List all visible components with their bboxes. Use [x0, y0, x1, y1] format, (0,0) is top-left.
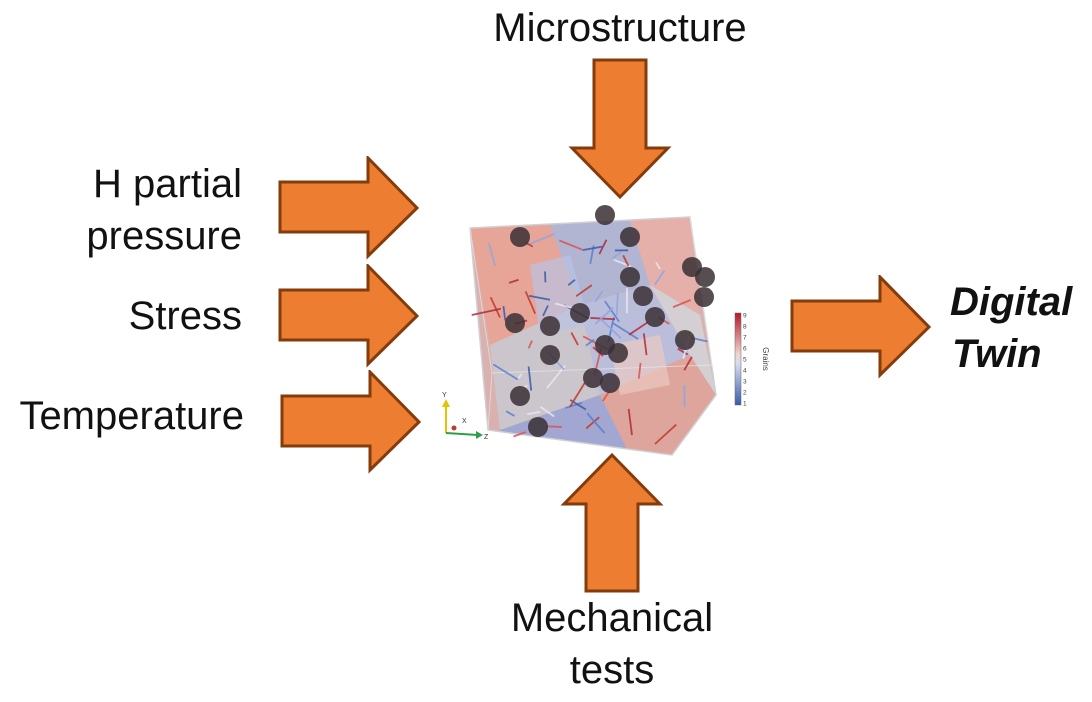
inclusion-needle [600, 318, 622, 340]
inclusion-needle [545, 425, 562, 428]
inclusion-needle [637, 362, 642, 379]
inclusion-needle [594, 290, 604, 303]
inclusion-sphere [505, 313, 525, 333]
inclusion-needle [683, 356, 693, 371]
inclusion-sphere [510, 227, 530, 247]
inclusion-needle [615, 292, 619, 316]
inclusion-needle [471, 307, 502, 316]
inclusion-sphere [570, 303, 590, 323]
inclusion-sphere [528, 417, 548, 437]
inclusion-needle [582, 245, 603, 251]
h-partial-pressure-label-line-1: H partial [93, 162, 242, 206]
inclusion-needle [585, 416, 600, 430]
stress-label: Stress [128, 294, 242, 338]
inclusion-needle [527, 340, 533, 349]
inclusion-needle [594, 307, 614, 325]
inclusion-needle [528, 294, 551, 301]
inclusion-sphere [540, 345, 560, 365]
inclusion-needle [513, 431, 527, 438]
inclusion-sphere [694, 287, 714, 307]
stress-arrow [278, 264, 420, 368]
inclusion-needle [598, 239, 608, 255]
grains-legend-tick: 2 [743, 390, 747, 397]
inclusion-needle [489, 296, 501, 318]
inclusion-needle [505, 410, 515, 417]
grains-legend-tick: 6 [743, 346, 747, 353]
microstructure-label: Microstructure [493, 6, 747, 50]
inclusion-needle [559, 239, 583, 251]
grains-legend-tick: 5 [743, 357, 747, 364]
grains-legend: 9 8 7 6 5 4 3 2 1 Grains [734, 313, 770, 408]
grains-legend-title: Grains [761, 347, 770, 371]
inclusion-needle [502, 306, 507, 321]
grains-legend-tick: 9 [743, 313, 747, 320]
inclusion-needle [622, 254, 630, 267]
inclusion-needle [586, 412, 606, 434]
inclusion-needle [542, 305, 549, 317]
inclusion-needle [565, 401, 583, 409]
inclusion-sphere [595, 205, 615, 225]
microstructure-arrow [568, 58, 672, 200]
inclusion-sphere [695, 267, 715, 287]
inclusion-needle [604, 300, 620, 323]
inclusion-needle [567, 278, 576, 286]
inclusion-needle [526, 233, 555, 246]
axis-triad: Y X Z [442, 392, 489, 441]
inclusion-needle [627, 408, 633, 436]
inclusion-needle [569, 382, 586, 408]
inclusion-needle [488, 243, 496, 267]
axis-y-label: Y [442, 392, 447, 399]
inclusion-needle [570, 332, 579, 346]
inclusion-needle [546, 364, 566, 389]
inclusion-sphere [620, 227, 640, 247]
inclusion-needle [628, 321, 649, 336]
mechanical-tests-label-line-2: tests [569, 648, 655, 692]
temperature-label: Temperature [19, 394, 244, 438]
inclusion-sphere [645, 307, 665, 327]
inclusion-sphere [600, 373, 620, 393]
inclusion-sphere [633, 286, 653, 306]
inclusion-needle [654, 423, 677, 445]
inclusion-needle [590, 317, 616, 321]
inclusion-needle [677, 347, 689, 356]
inclusion-needle [672, 299, 691, 308]
inclusion-sphere [583, 368, 603, 388]
inclusion-needle [575, 284, 593, 297]
inclusion-needle [540, 406, 555, 418]
temperature-arrow [280, 370, 422, 474]
grains-legend-tick: 4 [743, 368, 747, 375]
inclusion-needle [527, 366, 533, 391]
mechanical-tests-arrow [560, 452, 664, 594]
axis-z-label: Z [484, 434, 489, 441]
digital-twin-label-line-1: Digital [950, 280, 1073, 324]
axis-x-label: X [462, 418, 467, 425]
inclusion-sphere [620, 267, 640, 287]
inclusion-needle [508, 278, 519, 284]
inclusion-sphere [540, 316, 560, 336]
inclusion-needle [526, 410, 541, 416]
microstructure-simulation-image: 9 8 7 6 5 4 3 2 1 Grains Y X Z [430, 195, 780, 465]
h-partial-pressure-label-line-2: pressure [86, 214, 242, 258]
inclusion-needle [655, 261, 661, 270]
inclusion-needle [611, 251, 622, 259]
grains-legend-tick: 3 [743, 379, 747, 386]
inclusion-needle [524, 291, 537, 315]
mechanical-tests-label-line-1: Mechanical [510, 596, 714, 640]
inclusion-needle [642, 333, 648, 356]
h-partial-pressure-arrow [278, 156, 420, 260]
digital-twin-label-line-2: Twin [952, 332, 1042, 376]
grains-legend-tick: 8 [743, 324, 747, 331]
grains-legend-tick: 7 [743, 335, 747, 342]
inclusion-sphere [608, 343, 628, 363]
inclusion-needle [492, 363, 519, 381]
grains-legend-tick: 1 [743, 401, 747, 408]
inclusion-needle [585, 338, 595, 347]
inclusion-needle [654, 270, 666, 286]
digital-twin-arrow [790, 275, 932, 379]
inclusion-needle [612, 322, 639, 340]
inclusion-needle [602, 391, 610, 402]
inclusion-sphere [510, 386, 530, 406]
inclusion-sphere [675, 330, 695, 350]
